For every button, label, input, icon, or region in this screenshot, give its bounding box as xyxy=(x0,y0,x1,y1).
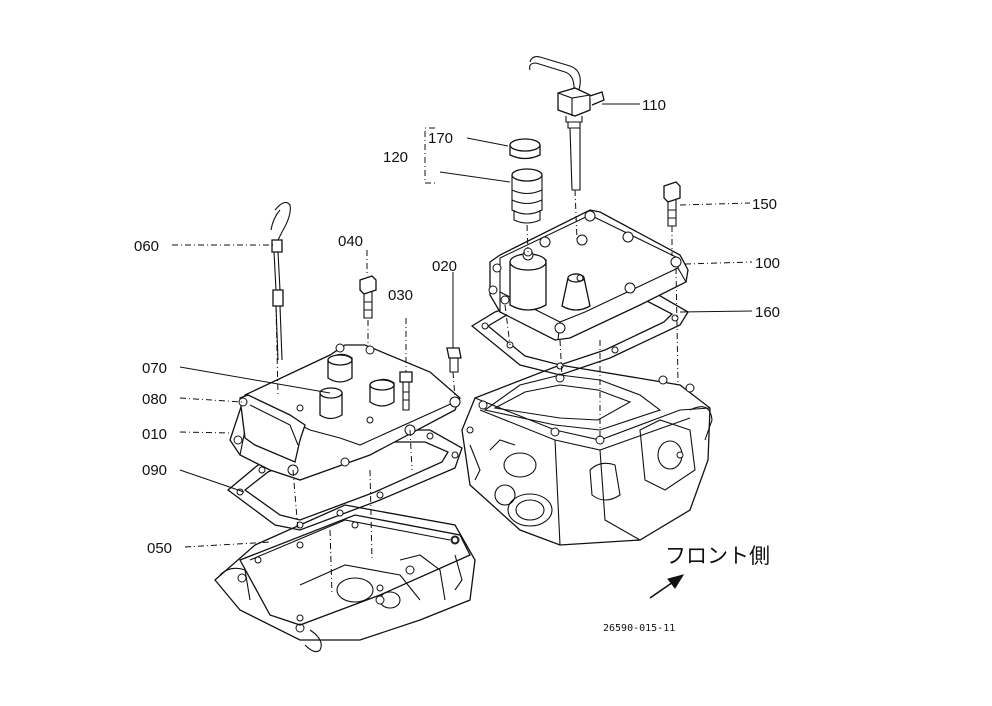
cover-010 xyxy=(229,343,461,481)
label-030: 030 xyxy=(388,287,413,304)
leader-lines xyxy=(172,103,753,596)
bolt-030 xyxy=(399,371,413,411)
dipstick-060 xyxy=(270,201,291,361)
cover-100 xyxy=(488,209,689,341)
breather-pipe-110 xyxy=(529,56,605,191)
label-080: 080 xyxy=(142,391,167,408)
drawing-code: 26590-015-11 xyxy=(603,623,675,634)
front-side-text: フロント側 xyxy=(665,544,770,568)
front-arrow-icon xyxy=(649,574,685,599)
label-170: 170 xyxy=(428,130,453,147)
label-090: 090 xyxy=(142,462,167,479)
lower-left-case xyxy=(214,504,476,653)
label-020: 020 xyxy=(432,258,457,275)
bolt-020 xyxy=(446,347,462,373)
right-housing xyxy=(461,364,713,546)
label-160: 160 xyxy=(755,304,780,321)
bolt-040 xyxy=(359,275,377,319)
label-100: 100 xyxy=(755,255,780,272)
label-050: 050 xyxy=(147,540,172,557)
bolt-150 xyxy=(663,181,681,227)
cap-170 xyxy=(509,138,541,160)
label-010: 010 xyxy=(142,426,167,443)
filter-element-120 xyxy=(511,168,543,257)
label-060: 060 xyxy=(134,238,159,255)
gasket-050 xyxy=(239,514,471,626)
label-110: 110 xyxy=(642,97,666,114)
label-070: 070 xyxy=(142,360,167,377)
label-040: 040 xyxy=(338,233,363,250)
label-120: 120 xyxy=(383,149,408,166)
label-150: 150 xyxy=(752,196,777,213)
